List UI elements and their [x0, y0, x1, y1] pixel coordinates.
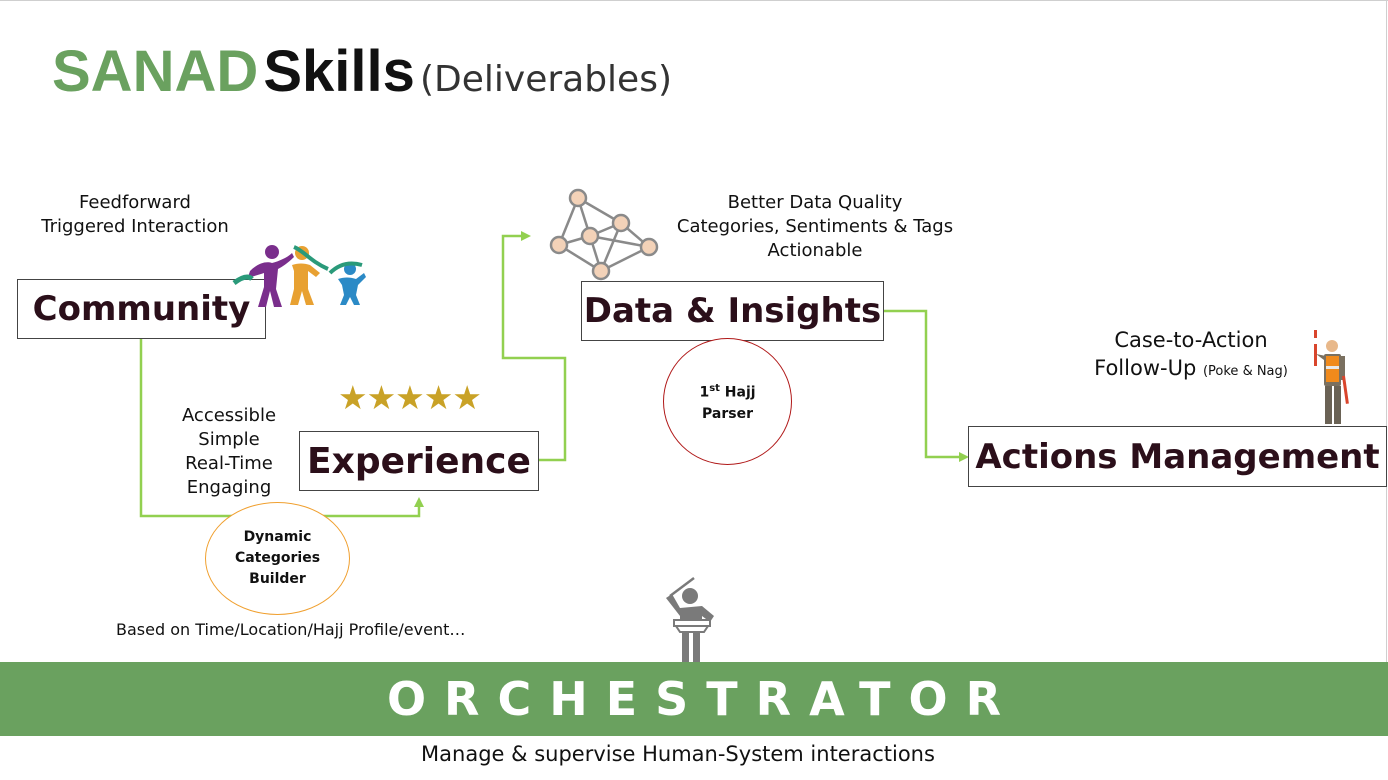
- insights-note-line1: Better Data Quality: [670, 191, 960, 215]
- parser-ordinal-suffix: st: [709, 383, 720, 394]
- builder-line2: Categories: [235, 548, 320, 569]
- actions-note: Case-to-Action Follow-Up (Poke & Nag): [1086, 326, 1296, 386]
- insights-note-line3: Actionable: [670, 239, 960, 263]
- community-note: Feedforward Triggered Interaction: [35, 191, 235, 239]
- community-box: Community: [17, 279, 266, 339]
- rating-stars: ★★★★★: [338, 380, 481, 416]
- traffic-controller-icon: [1306, 328, 1356, 428]
- community-note-line2: Triggered Interaction: [35, 215, 235, 239]
- categories-builder-circle: Dynamic Categories Builder: [205, 502, 350, 615]
- quality-item: Real-Time: [168, 452, 290, 476]
- parser-line1: Hajj: [720, 385, 756, 401]
- insights-note: Better Data Quality Categories, Sentimen…: [670, 191, 960, 263]
- actions-management-box: Actions Management: [968, 426, 1387, 487]
- experience-box: Experience: [299, 431, 539, 491]
- data-insights-box: Data & Insights: [581, 281, 884, 341]
- orchestrator-label: ORCHESTRATOR: [387, 672, 1019, 726]
- actions-note-line2: Follow-Up: [1094, 356, 1196, 380]
- orchestrator-caption: Manage & supervise Human-System interact…: [0, 742, 1356, 766]
- quality-item: Engaging: [168, 476, 290, 500]
- connector-insights-actions: [884, 311, 966, 457]
- parser-ordinal: 1: [699, 385, 709, 401]
- experience-qualities: Accessible Simple Real-Time Engaging: [168, 404, 290, 500]
- orchestrator-band: ORCHESTRATOR: [0, 662, 1388, 736]
- insights-note-line2: Categories, Sentiments & Tags: [670, 215, 960, 239]
- actions-note-small: (Poke & Nag): [1203, 364, 1288, 379]
- data-insights-label: Data & Insights: [584, 291, 881, 331]
- network-icon: [545, 186, 665, 282]
- people-icon: [230, 243, 368, 309]
- experience-label: Experience: [307, 441, 531, 482]
- conductor-icon: [660, 576, 720, 664]
- builder-line3: Builder: [235, 569, 320, 590]
- community-note-line1: Feedforward: [35, 191, 235, 215]
- actions-note-line1: Case-to-Action: [1086, 326, 1296, 354]
- community-label: Community: [33, 289, 251, 329]
- hajj-parser-circle: 1st Hajj Parser: [663, 338, 792, 465]
- builder-line1: Dynamic: [235, 527, 320, 548]
- actions-management-label: Actions Management: [975, 437, 1379, 477]
- quality-item: Accessible: [168, 404, 290, 428]
- builder-caption: Based on Time/Location/Hajj Profile/even…: [116, 620, 465, 639]
- parser-line2: Parser: [699, 404, 755, 425]
- quality-item: Simple: [168, 428, 290, 452]
